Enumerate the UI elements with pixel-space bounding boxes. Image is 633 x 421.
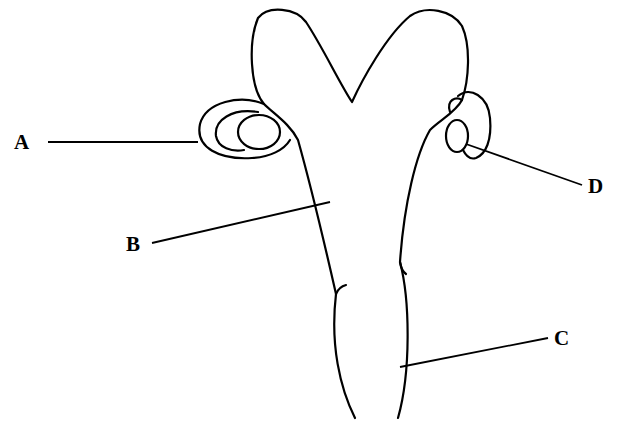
leader-line [400,338,548,367]
ovary [238,115,280,149]
leader-line [466,144,582,185]
leader-line [152,202,330,243]
oviduct [449,99,462,113]
ovary [446,120,468,152]
part-letter: D [588,176,603,197]
oviduct [199,100,290,158]
cervix-mark [336,285,346,294]
uterus-outline [252,10,468,418]
part-letter: C [554,328,569,349]
leader-line [48,141,198,143]
part-letter: A [14,132,29,153]
cervix-mark [400,262,406,274]
part-letter: B [126,234,140,255]
